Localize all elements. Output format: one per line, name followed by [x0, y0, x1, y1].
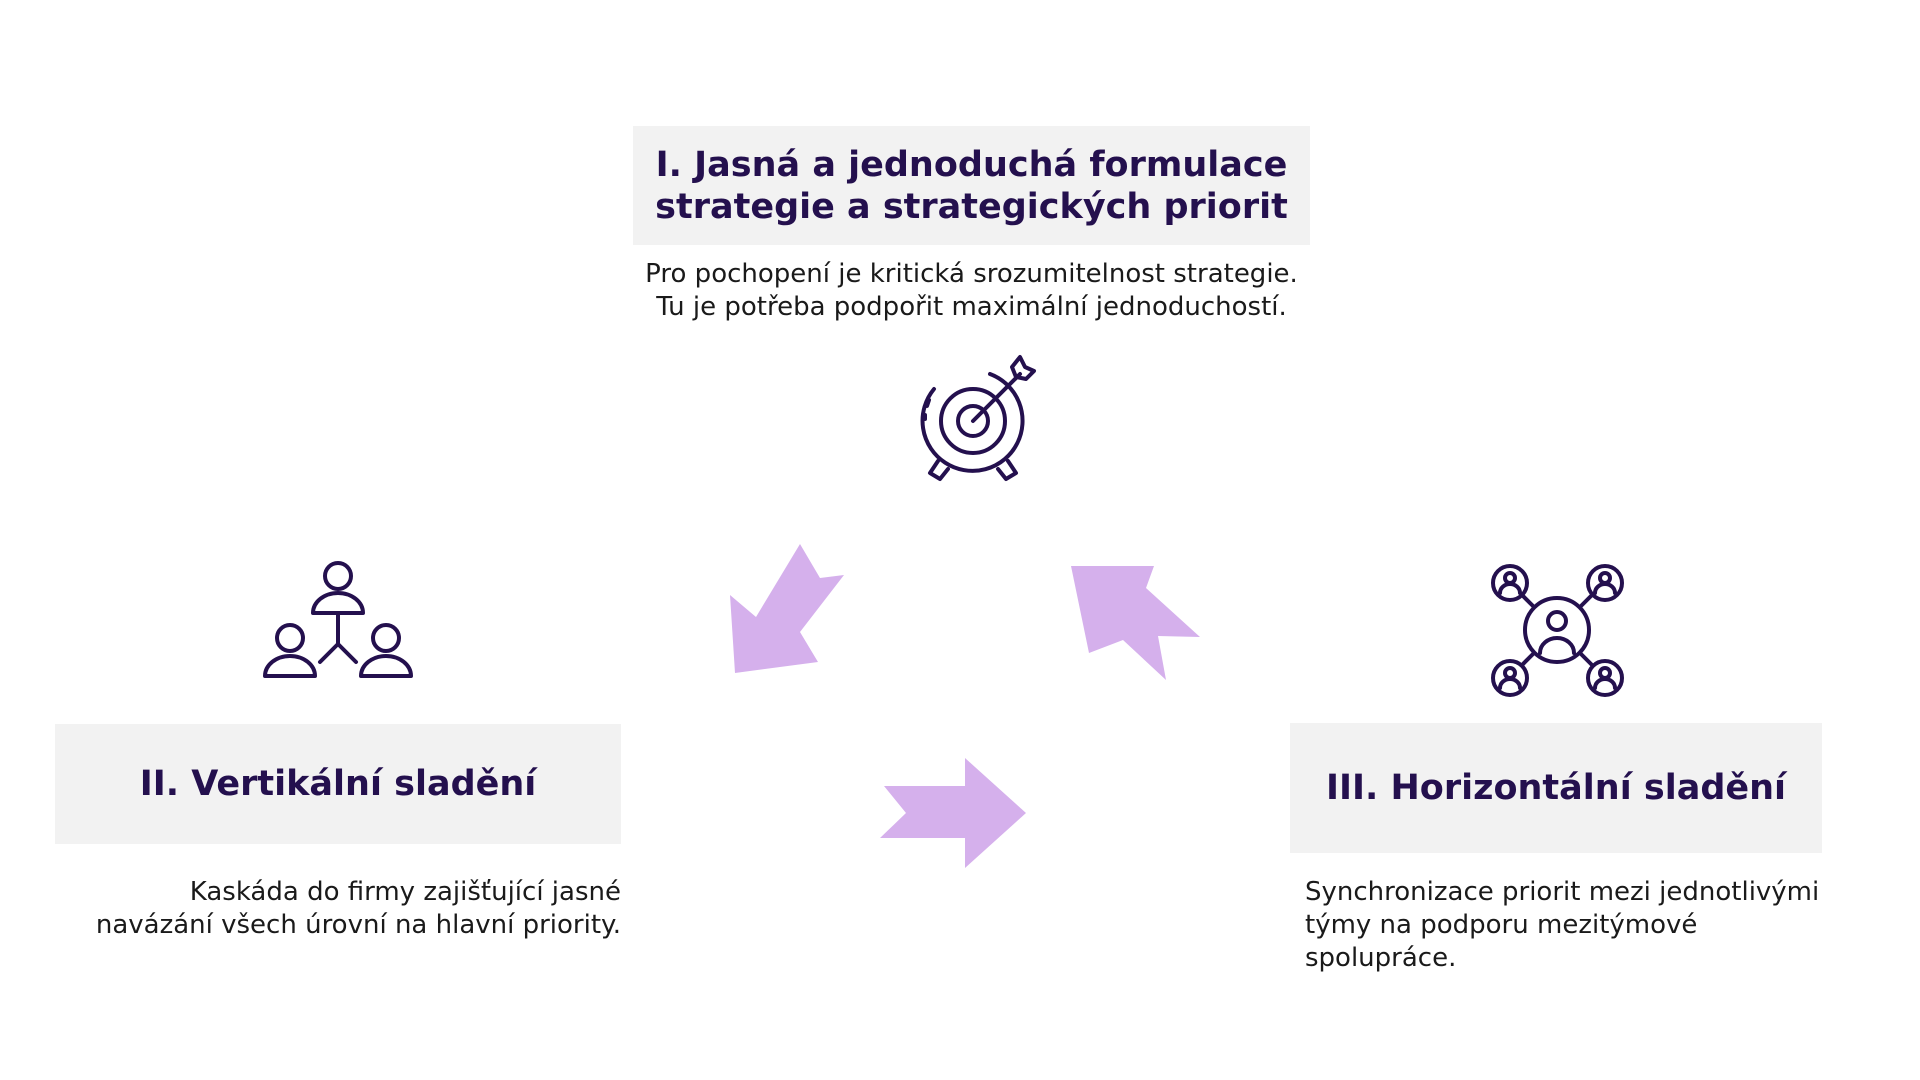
step-2-description: Kaskáda do firmy zajišťující jasné naváz… — [95, 877, 621, 940]
step-3-title-box: III. Horizontální sladění — [1290, 723, 1822, 853]
arrow-step2-to-step3 — [880, 758, 1030, 873]
step-1-title: I. Jasná a jednoduchá formulace strategi… — [655, 144, 1288, 227]
arrow-step3-to-step1 — [1068, 562, 1208, 687]
network-people-icon — [1490, 563, 1625, 698]
step-3-description: Synchronizace priorit mezi jednotlivými … — [1305, 877, 1820, 973]
hierarchy-people-icon — [262, 558, 414, 683]
step-2-title-box: II. Vertikální sladění — [55, 724, 621, 844]
step-3-title: III. Horizontální sladění — [1325, 768, 1787, 808]
step-1-description: Pro pochopení je kritická srozumitelnost… — [645, 259, 1298, 322]
step-2-title: II. Vertikální sladění — [139, 764, 537, 804]
arrow-step1-to-step2 — [720, 540, 860, 680]
step-1-title-box: I. Jasná a jednoduchá formulace strategi… — [633, 126, 1310, 245]
target-arrow-icon — [908, 353, 1038, 483]
